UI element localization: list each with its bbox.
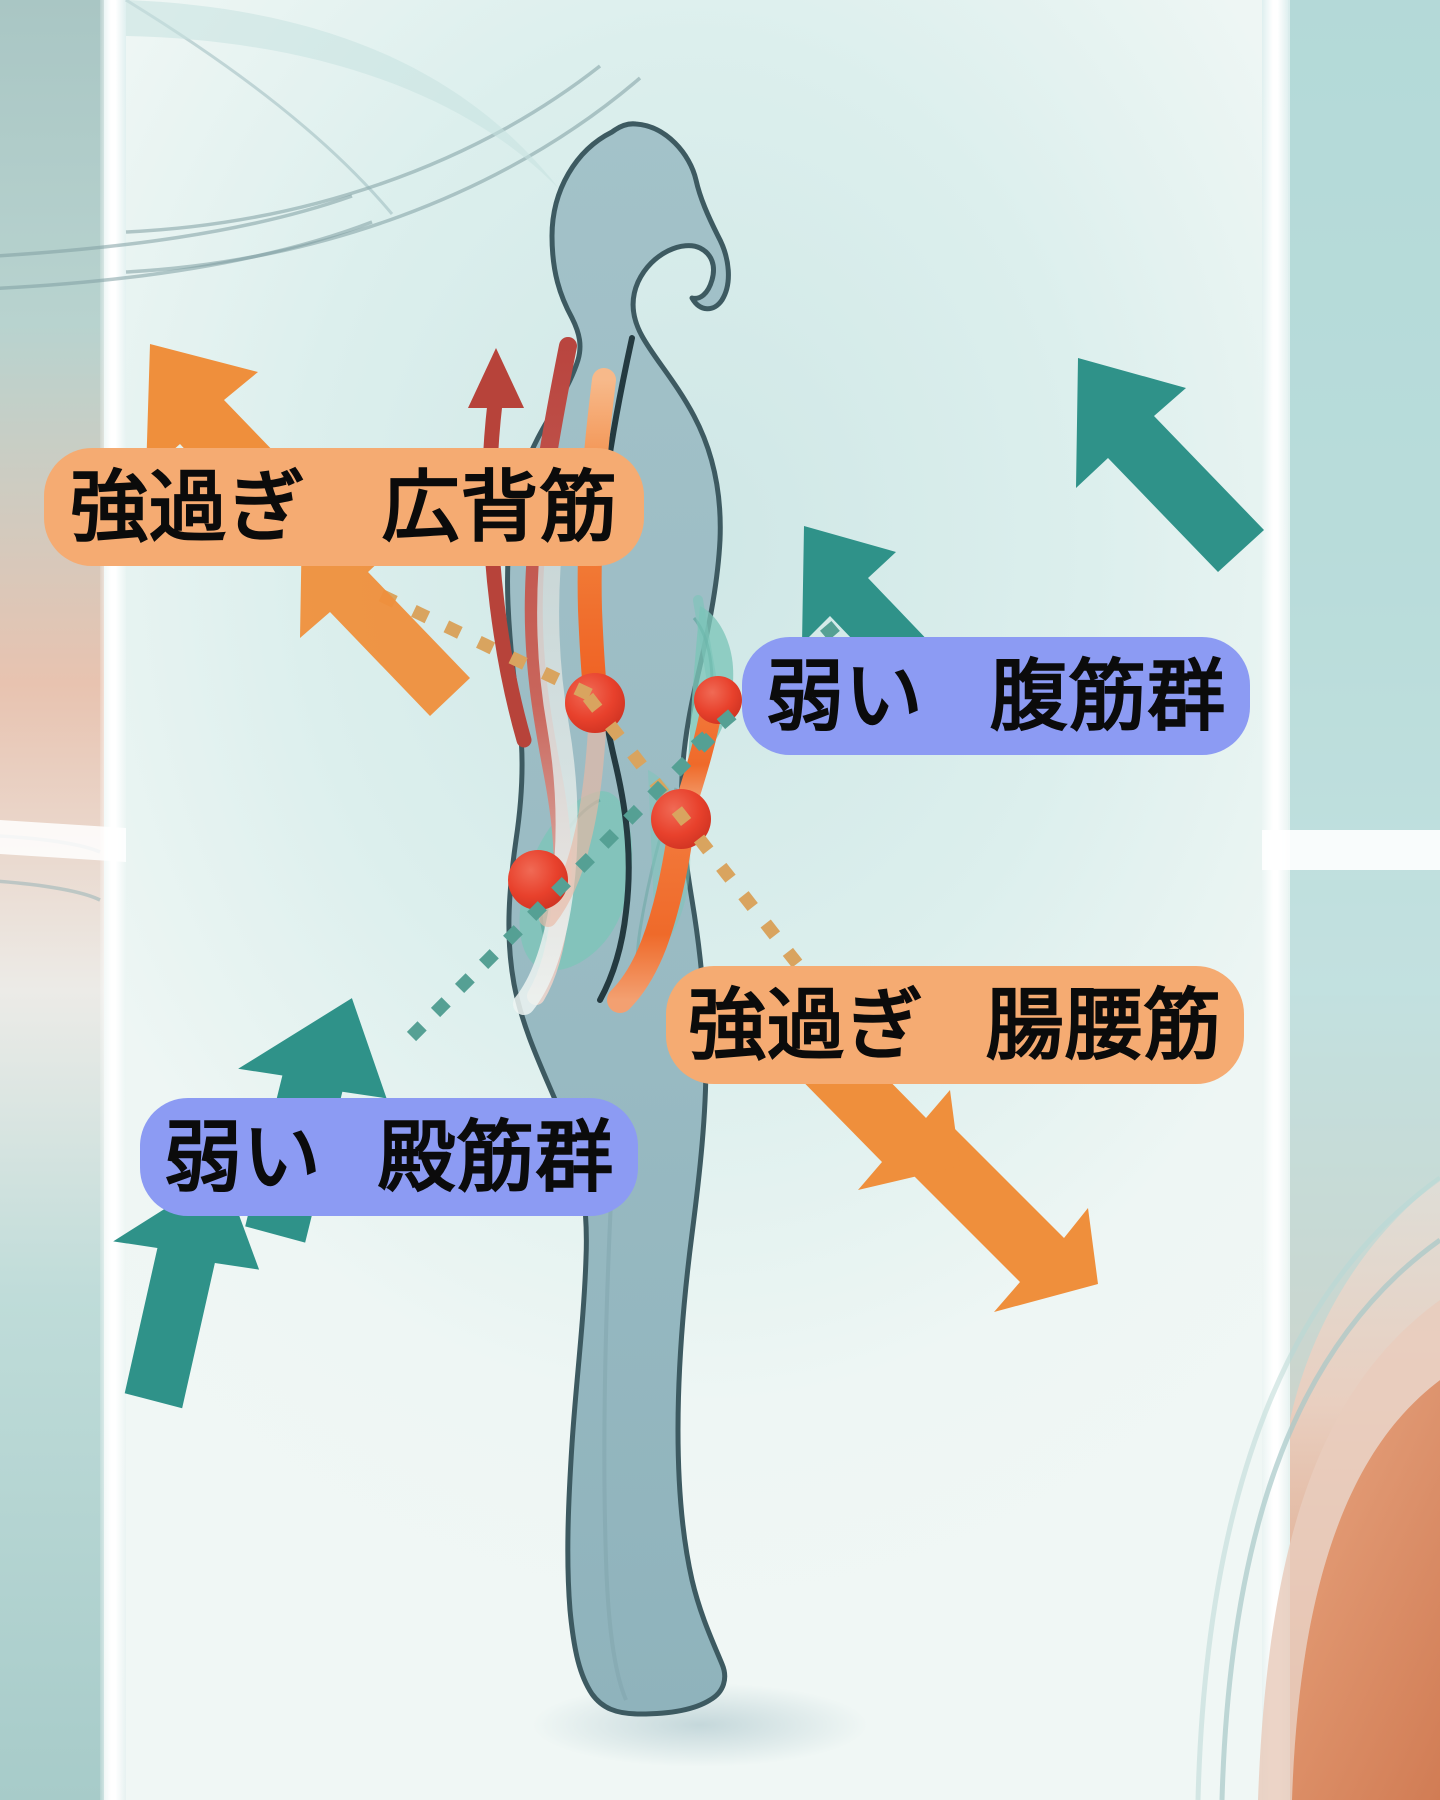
label-text-lats: 強過ぎ [70, 463, 307, 551]
label-muscle-psoas: 腸腰筋 [985, 981, 1222, 1069]
label-muscle-glutes: 殿筋群 [377, 1113, 614, 1201]
label-weak-glutes[interactable]: 弱い 殿筋群 [140, 1098, 638, 1216]
label-weak-abdominals[interactable]: 弱い 腹筋群 [742, 637, 1250, 755]
label-overactive-latissimus[interactable]: 強過ぎ 広背筋 [44, 448, 644, 566]
panel-divider-left [100, 0, 126, 1800]
background-panel-left [0, 0, 104, 1800]
label-text-psoas: 強過ぎ [688, 981, 925, 1069]
label-muscle-abs: 腹筋群 [989, 652, 1226, 740]
label-overactive-iliopsoas[interactable]: 強過ぎ 腸腰筋 [666, 966, 1244, 1084]
label-muscle-lats: 広背筋 [381, 463, 618, 551]
label-text-abs: 弱い [766, 652, 924, 740]
background-center-field [126, 0, 1262, 1800]
label-text-glutes: 弱い [164, 1113, 322, 1201]
panel-divider-right [1262, 0, 1288, 1800]
background-panel-right [1290, 0, 1440, 1800]
